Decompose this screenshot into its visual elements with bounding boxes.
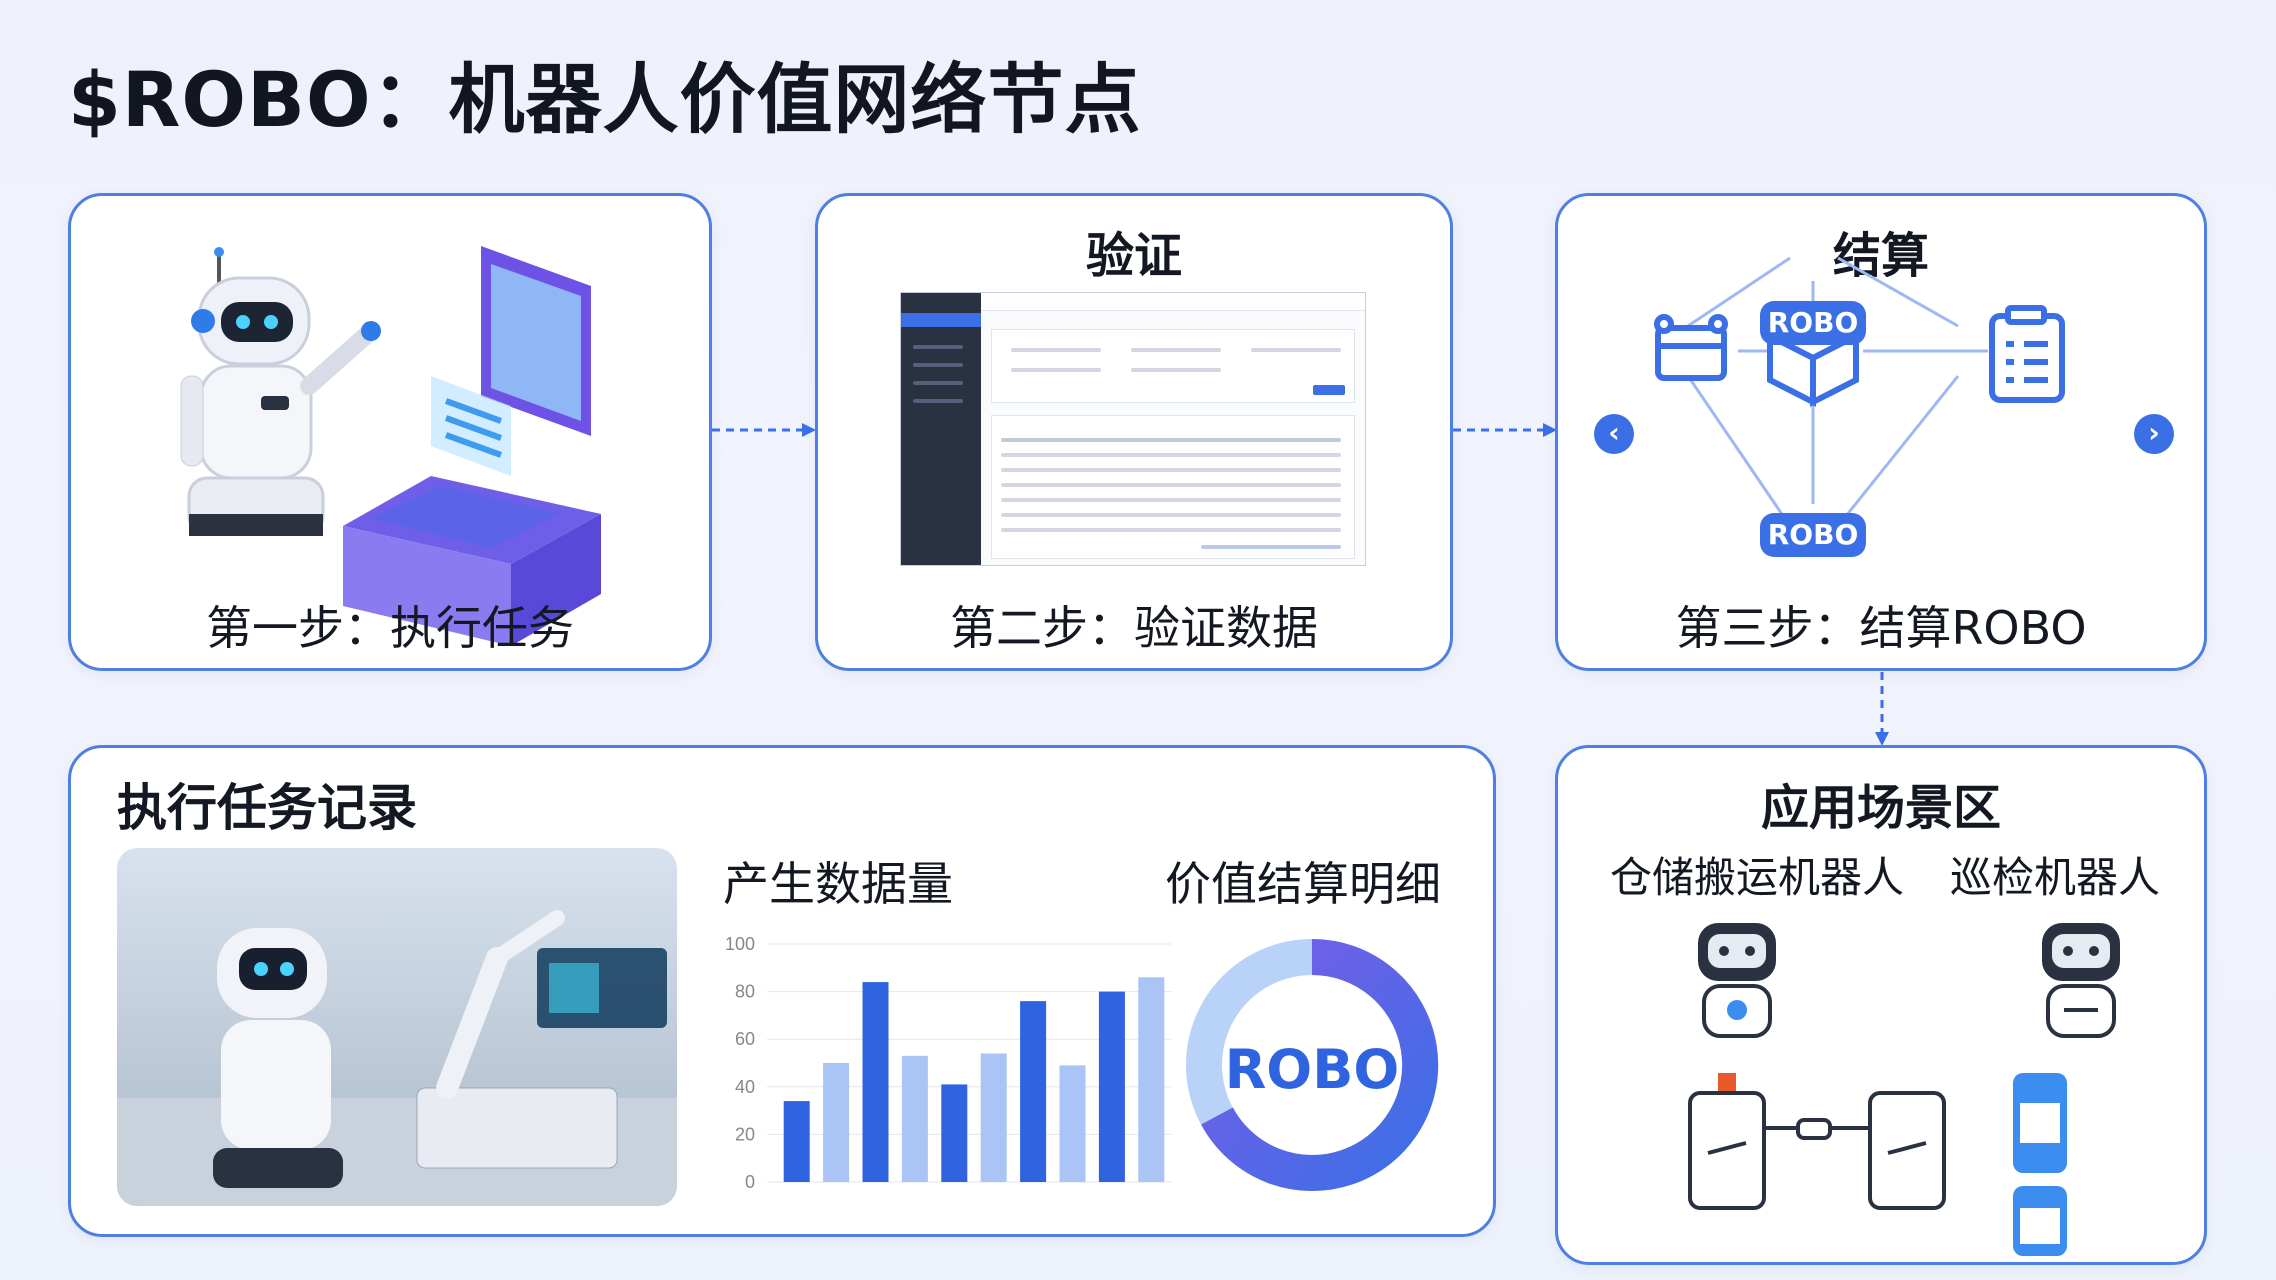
bar-chart-svg: 0 20 40 60 80 100: [725, 934, 1171, 1192]
data-volume-title: 产生数据量: [723, 857, 953, 911]
bar: [862, 982, 889, 1182]
y-tick-label: 0: [745, 1172, 755, 1192]
y-tick-label: 60: [735, 1029, 755, 1049]
chevron-right-icon[interactable]: ›: [2134, 414, 2174, 454]
chevron-left-icon[interactable]: ‹: [1594, 414, 1634, 454]
settlement-donut-chart: [1186, 939, 1439, 1191]
tray-icon: [1654, 314, 1728, 381]
bar: [941, 1084, 968, 1182]
bar: [901, 1055, 928, 1182]
stacked-device-icons: [2013, 1073, 2067, 1256]
robot-laptop-illustration: [180, 246, 601, 646]
bar: [1138, 977, 1165, 1182]
record-title: 执行任务记录: [117, 779, 417, 837]
y-tick-label: 40: [735, 1077, 755, 1097]
step1-card: 第一步：执行任务: [68, 193, 712, 671]
donut-center-label: ROBO: [1224, 1038, 1400, 1101]
bar: [1020, 1001, 1047, 1182]
step2-caption: 第二步：验证数据: [950, 601, 1318, 655]
task-record-card: 执行任务记录 产生数据量 价值结算明细 0 20 40 60 80 100 ROBO: [68, 745, 1496, 1237]
bar: [823, 1063, 850, 1182]
step3-card: 结算: [1555, 193, 2207, 671]
factory-robot-photo: [117, 848, 677, 1206]
step3-title: 结算: [1832, 228, 1929, 284]
robo-badge-top: ROBO: [1760, 301, 1866, 345]
bar: [783, 1101, 810, 1182]
step3-caption: 第三步：结算ROBO: [1675, 601, 2087, 655]
y-tick-label: 20: [735, 1124, 755, 1144]
step2-title: 验证: [1085, 228, 1182, 284]
connector-arrow: [1453, 423, 1557, 437]
settlement-detail-title: 价值结算明细: [1165, 857, 1441, 911]
bar: [980, 1053, 1007, 1182]
bar: [1098, 991, 1125, 1182]
bar: [1059, 1065, 1086, 1182]
locker-icons: [1688, 1091, 1946, 1210]
warehouse-robot-icon: [1698, 923, 1776, 1038]
application-scenes-card: 应用场景区 仓储搬运机器人 巡检机器人: [1555, 745, 2207, 1265]
y-tick-label: 80: [735, 982, 755, 1002]
y-tick-label: 100: [725, 934, 755, 954]
step1-caption: 第一步：执行任务: [206, 601, 574, 655]
dashboard-sidebar: [901, 293, 981, 565]
scene-robot-icons: [1688, 923, 2120, 1256]
patrol-robot-label: 巡检机器人: [1950, 853, 2161, 902]
robo-badge-bottom: ROBO: [1760, 513, 1866, 557]
page-title: $ROBO：机器人价值网络节点: [68, 55, 1142, 144]
connector-arrow: [712, 423, 816, 437]
warehouse-robot-label: 仓储搬运机器人: [1610, 853, 1905, 902]
connector-arrow-down: [1875, 672, 1889, 746]
data-volume-bar-chart: 0 20 40 60 80 100: [721, 934, 1181, 1196]
verification-dashboard-thumbnail: [900, 292, 1366, 566]
scenes-title: 应用场景区: [1760, 780, 2001, 836]
clipboard-icon: [1989, 305, 2065, 403]
patrol-robot-icon: [2042, 923, 2120, 1038]
